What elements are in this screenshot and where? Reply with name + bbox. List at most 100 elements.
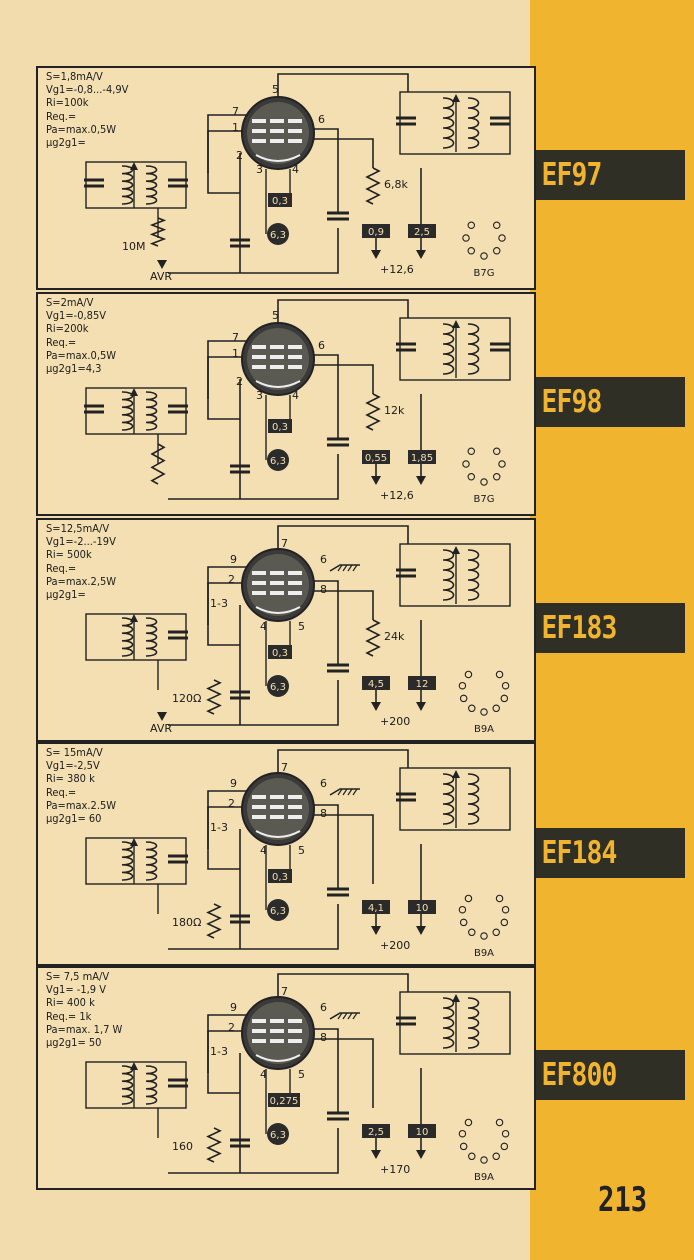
tube-tab-label: EF97 (541, 157, 603, 193)
tube-tab-ef800[interactable]: EF800 (533, 1050, 685, 1100)
base-type: B9A (474, 948, 494, 959)
supply-voltage: +170 (380, 1163, 410, 1176)
anode-resistor (365, 393, 381, 431)
base-diagram: B9A (458, 1118, 510, 1183)
base-diagram: B9A (458, 670, 510, 735)
pin-number-h2: 4 (292, 389, 299, 402)
supply-voltage: +12,6 (380, 489, 414, 502)
heater-voltage-label: 6,3 (270, 456, 286, 467)
ground-symbol (329, 564, 360, 572)
tube-tab-ef98[interactable]: EF98 (533, 377, 685, 427)
screen-voltage-box-label: 10 (416, 1127, 429, 1138)
cathode-resistor (206, 679, 222, 715)
supply-voltage: +200 (380, 939, 410, 952)
cathode-capacitor (230, 914, 250, 924)
pin-number-g3: 6 (320, 553, 327, 566)
grid-resistor (149, 217, 167, 247)
screen-voltage-box-label: 10 (416, 903, 429, 914)
anode-voltage-box-label: 2,5 (368, 1127, 384, 1138)
output-transformer (396, 767, 511, 831)
cathode-capacitor (230, 690, 250, 700)
anode-voltage-box-label: 4,1 (368, 903, 384, 914)
heater-voltage-circle: 6,3 (267, 449, 289, 471)
parameter-line: μg2g1= (46, 588, 86, 602)
supply-arrow (371, 250, 381, 259)
heater-current-box-label: 0,3 (272, 648, 288, 659)
pin-number-h1: 4 (260, 1068, 267, 1081)
parameter-line: Vg1=-2,5V (46, 759, 100, 773)
tube-symbol (241, 96, 315, 170)
heater-voltage-label: 6,3 (270, 230, 286, 241)
output-transformer (396, 91, 511, 155)
pin-number-a: 8 (320, 1031, 327, 1044)
anode-voltage-box: 4,1 (362, 900, 390, 914)
parameter-line: μg2g1=4,3 (46, 362, 102, 376)
cathode-capacitor (230, 464, 250, 474)
output-coil-primary (442, 97, 455, 149)
output-coil-primary (442, 997, 455, 1049)
cathode-resistor (206, 1127, 222, 1163)
parameter-line: Ri=200k (46, 322, 89, 336)
parameter-line: S=2mA/V (46, 296, 94, 309)
parameter-line: Req.= (46, 561, 77, 575)
pin-number-k: 1-3 (210, 821, 228, 834)
tube-tab-ef97[interactable]: EF97 (533, 150, 685, 200)
base-type: B9A (474, 1172, 494, 1183)
supply-arrow (371, 702, 381, 711)
tube-tab-ef183[interactable]: EF183 (533, 603, 685, 653)
anode-resistor (365, 619, 381, 657)
anode-resistor-value: 12k (384, 404, 405, 417)
avr-label: AVR (150, 270, 172, 283)
anode-resistor (365, 167, 381, 205)
output-secondary-capacitor (490, 342, 510, 352)
pin-number-h2: 5 (298, 844, 305, 857)
parameter-line: Req.= 1k (46, 1009, 92, 1023)
parameter-line: S=1,8mA/V (46, 70, 103, 83)
pin-number-g2: 9 (230, 1001, 237, 1014)
cathode-resistor-value: 120Ω (172, 692, 201, 705)
screen-supply-arrow (416, 702, 426, 711)
output-coil-secondary (467, 773, 480, 825)
tube-tab-ef184[interactable]: EF184 (533, 828, 685, 878)
screen-voltage-box: 10 (408, 900, 436, 914)
screen-decoupling-capacitor (327, 663, 349, 673)
heater-voltage-label: 6,3 (270, 906, 286, 917)
pin-number-g2: 7 (232, 331, 239, 344)
input-coil-secondary (145, 1065, 158, 1105)
screen-supply-arrow (416, 476, 426, 485)
output-tuning-capacitor (396, 342, 416, 352)
screen-supply-arrow (416, 1150, 426, 1159)
output-coil-primary (442, 773, 455, 825)
base-type: B9A (474, 724, 494, 735)
pin-number-k: 1-3 (210, 1045, 228, 1058)
input-tuning-capacitor (168, 630, 188, 640)
heater-current-box: 0,3 (268, 419, 292, 433)
base-type: B7G (474, 268, 495, 279)
pin-number-h2: 5 (298, 1068, 305, 1081)
tube-symbol (241, 996, 315, 1070)
anode-voltage-box-label: 0,9 (368, 227, 384, 238)
screen-voltage-box-label: 1,85 (411, 453, 433, 464)
pin-number-top: 7 (281, 537, 288, 550)
pin-number-g2: 9 (230, 777, 237, 790)
parameter-line: Req.= (46, 335, 77, 349)
parameter-line: Ri= 500k (46, 548, 92, 562)
output-coil-primary (442, 323, 455, 375)
input-transformer (85, 837, 188, 885)
parameter-line: Ri= 400 k (46, 996, 95, 1010)
output-tuning-capacitor (396, 792, 416, 802)
screen-decoupling-capacitor (327, 887, 349, 897)
output-coil-secondary (467, 97, 480, 149)
parameter-line: Pa=max.0,5W (46, 122, 117, 136)
input-coil-secondary (145, 617, 158, 657)
pin-number-g3: 6 (320, 777, 327, 790)
pin-number-g1: 2 (228, 797, 235, 810)
parameter-line: Vg1= -1,9 V (46, 983, 106, 997)
heater-current-box: 0,275 (268, 1093, 300, 1107)
